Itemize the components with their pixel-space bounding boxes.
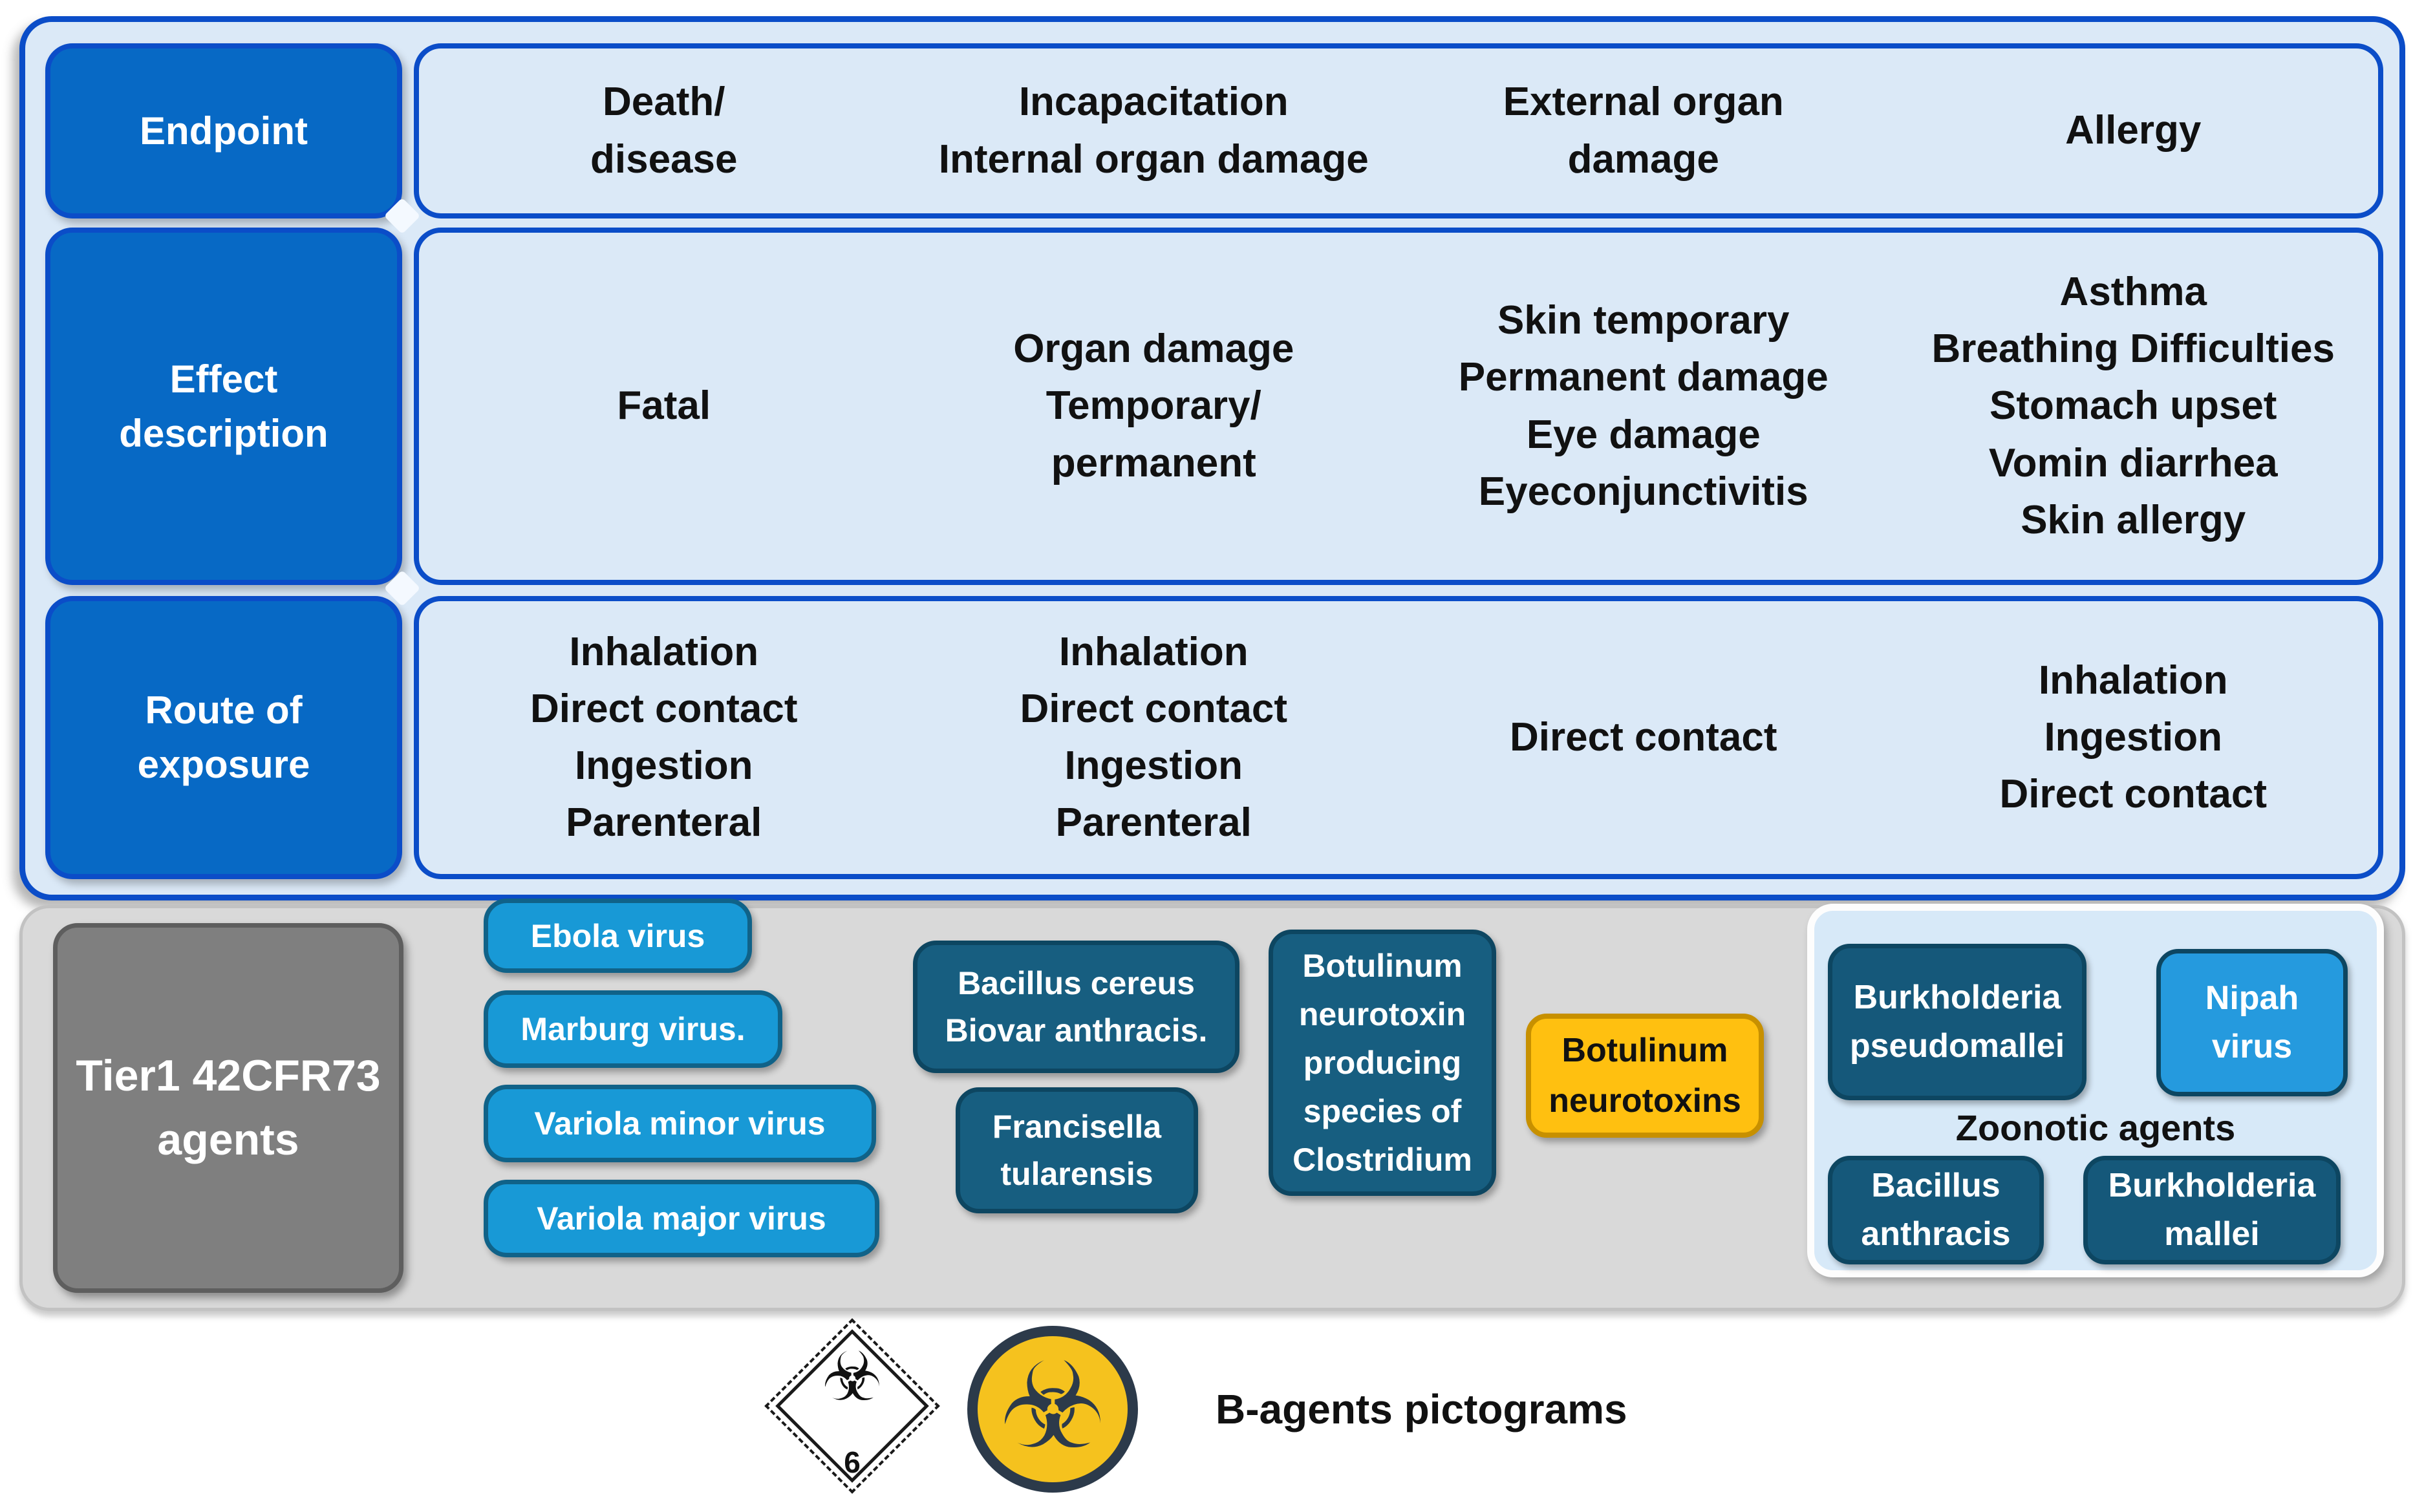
- cell-effect-skin-eye: Skin temporary Permanent damage Eye dama…: [1458, 298, 1829, 514]
- agent-botulinum-clostridium: Botulinum neurotoxin producing species o…: [1269, 930, 1496, 1196]
- agent-ebola-virus: Ebola virus: [484, 899, 752, 973]
- row-header-route-of-exposure: Route of exposure: [45, 596, 402, 879]
- cell-route-incapacitation: Inhalation Direct contact Ingestion Pare…: [1020, 629, 1287, 846]
- agent-variola-major-virus: Variola major virus: [484, 1180, 879, 1257]
- agent-burkholderia-mallei: Burkholderia mallei: [2083, 1156, 2341, 1264]
- cell-effect-allergy-symptoms: Asthma Breathing Difficulties Stomach up…: [1931, 270, 2335, 542]
- biohazard-icon: ☣: [821, 1337, 883, 1416]
- cell-effect-organ-damage: Organ damage Temporary/ permanent: [1013, 326, 1294, 485]
- row-header-effect-description: Effect description: [45, 228, 402, 585]
- agent-botulinum-neurotoxins: Botulinum neurotoxins: [1526, 1014, 1764, 1138]
- cell-endpoint-incapacitation: Incapacitation Internal organ damage: [938, 80, 1369, 182]
- cell-effect-fatal: Fatal: [617, 383, 711, 429]
- agent-francisella-tularensis: Francisella tularensis: [956, 1087, 1198, 1213]
- agent-nipah-virus: Nipah virus: [2156, 949, 2348, 1096]
- cell-endpoint-death-disease: Death/ disease: [590, 80, 738, 182]
- cell-route-death-disease: Inhalation Direct contact Ingestion Pare…: [530, 629, 798, 846]
- agent-variola-minor-virus: Variola minor virus: [484, 1085, 876, 1162]
- cell-route-allergy: Inhalation Ingestion Direct contact: [1999, 657, 2267, 817]
- row-header-endpoint: Endpoint: [45, 43, 402, 218]
- tier1-42cfr73-agents-label: Tier1 42CFR73 agents: [53, 923, 403, 1293]
- agent-burkholderia-pseudomallei: Burkholderia pseudomallei: [1828, 944, 2086, 1100]
- cell-endpoint-allergy: Allergy: [2065, 108, 2202, 153]
- agent-bacillus-cereus-biovar-anthracis: Bacillus cereus Biovar anthracis.: [913, 941, 1239, 1073]
- biohazard-icon: ☣: [999, 1336, 1106, 1476]
- hazard-class-number: 6: [844, 1445, 861, 1479]
- table-row-route-of-exposure: Inhalation Direct contact Ingestion Pare…: [414, 596, 2383, 879]
- cell-endpoint-external-organ-damage: External organ damage: [1503, 80, 1784, 182]
- pictograms-caption: B-agents pictograms: [1216, 1386, 1627, 1432]
- table-row-effect-description: Fatal Organ damage Temporary/ permanent …: [414, 228, 2383, 585]
- table-row-endpoint: Death/ disease Incapacitation Internal o…: [414, 43, 2383, 218]
- agent-marburg-virus: Marburg virus.: [484, 990, 782, 1068]
- agent-bacillus-anthracis: Bacillus anthracis: [1828, 1156, 2044, 1264]
- zoonotic-agents-label: Zoonotic agents: [1955, 1107, 2236, 1148]
- cell-route-external-organ: Direct contact: [1510, 714, 1777, 760]
